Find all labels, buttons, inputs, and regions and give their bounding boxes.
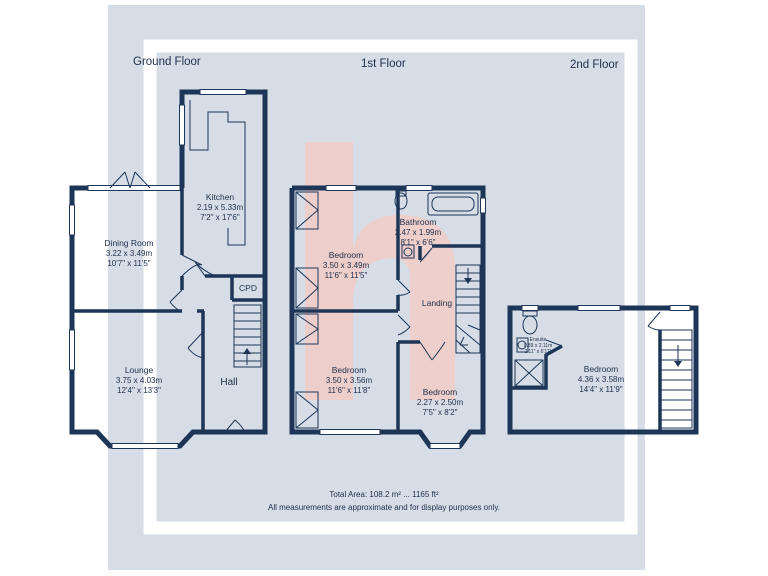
first-floor-stairs	[455, 264, 481, 354]
background-panel	[108, 5, 645, 570]
kitchen-label: Kitchen	[206, 192, 235, 202]
bedroom-3-label: Bedroom	[423, 387, 458, 397]
first-floor-title: 1st Floor	[361, 58, 406, 70]
ensuite-metric: 0.89 x 2.11m	[524, 343, 553, 349]
dining-room-label: Dining Room	[104, 238, 153, 248]
bathroom-metric: 2.47 x 1.99m	[395, 228, 442, 237]
total-area-text: Total Area: 108.2 m² ... 1165 ft²	[329, 490, 439, 499]
bedroom-3-imperial: 7'5" x 8'2"	[423, 408, 458, 417]
second-floor-plan	[507, 305, 699, 435]
bedroom-2-label: Bedroom	[332, 365, 367, 375]
ensuite-imperial: 2'11" x 6'11"	[525, 349, 552, 355]
bedroom-2-imperial: 11'6" x 11'8"	[328, 386, 371, 395]
kitchen-metric: 2.19 x 5.33m	[197, 203, 244, 212]
bedroom-1-metric: 3.50 x 3.49m	[323, 261, 370, 270]
hall-label: Hall	[220, 377, 237, 388]
bedroom-3-metric: 2.27 x 2.50m	[417, 398, 464, 407]
second-floor-title: 2nd Floor	[570, 59, 619, 71]
bedroom-1-imperial: 11'6" x 11'5"	[325, 271, 368, 280]
kitchen-imperial: 7'2" x 17'6"	[200, 213, 240, 222]
bedroom-2-metric: 3.50 x 3.56m	[326, 376, 373, 385]
landing-label: Landing	[422, 298, 453, 308]
cpd-label: CPD	[239, 283, 257, 293]
white-frame	[143, 39, 638, 535]
lounge-imperial: 12'4" x 13'3"	[117, 386, 161, 395]
lounge-metric: 3.75 x 4.03m	[116, 376, 163, 385]
bedroom-4-metric: 4.36 x 3.58m	[578, 375, 625, 384]
ground-floor-title: Ground Floor	[133, 56, 201, 68]
dining-room-imperial: 10'7" x 11'5"	[107, 259, 150, 268]
lounge-label: Lounge	[125, 365, 154, 375]
first-floor-plan	[289, 185, 486, 449]
bathroom-label: Bathroom	[400, 217, 437, 227]
ground-floor-plan	[69, 89, 268, 449]
disclaimer-text: All measurements are approximate and for…	[268, 503, 500, 512]
second-floor-stairs	[659, 329, 693, 429]
bathroom-imperial: 8'1" x 6'6"	[401, 238, 436, 247]
bedroom-4-imperial: 14'4" x 11'9"	[579, 385, 622, 394]
bedroom-4-label: Bedroom	[584, 364, 619, 374]
bedroom-1-label: Bedroom	[329, 250, 364, 260]
ground-floor-stairs	[233, 304, 262, 368]
ensuite-label: Ensuite	[530, 337, 547, 343]
dining-room-metric: 3.22 x 3.49m	[106, 249, 153, 258]
